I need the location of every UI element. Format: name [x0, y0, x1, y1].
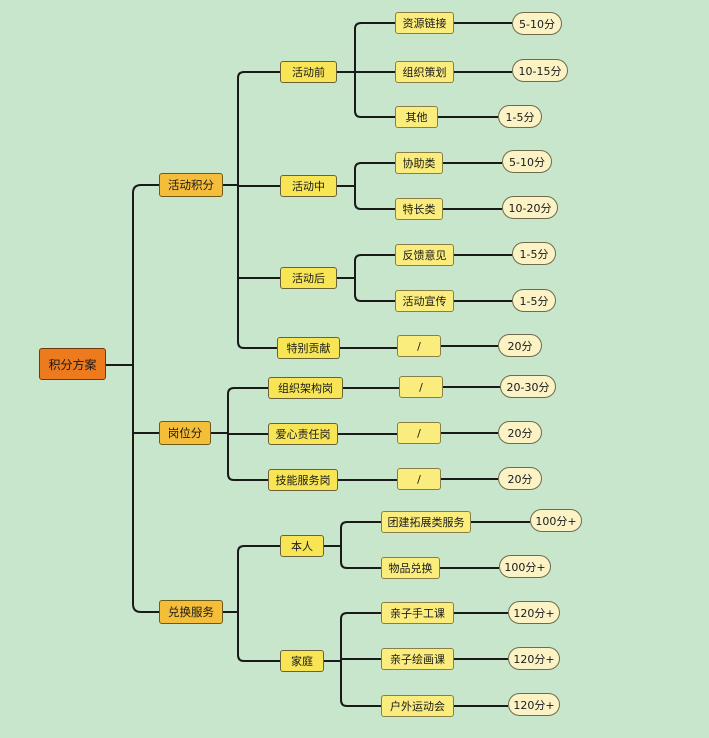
score-resource-linking: 5-10分	[512, 12, 562, 35]
score-specialty-type: 10-20分	[502, 196, 558, 219]
link-self-branch-0	[340, 521, 381, 529]
branch-exchange-service[interactable]: 兑换服务	[159, 600, 223, 624]
score-team-building-service: 100分+	[530, 509, 582, 532]
link-self-branch-1	[340, 561, 381, 569]
score-skill-service: 20分	[498, 467, 542, 490]
link-during-branch-0	[354, 162, 395, 170]
score-special-contribution: 20分	[498, 334, 542, 357]
node-self[interactable]: 本人	[280, 535, 324, 557]
score-feedback: 1-5分	[512, 242, 556, 265]
item-org-structure-slash[interactable]: /	[399, 376, 443, 398]
link-before-branch-2	[354, 110, 395, 118]
item-parent-child-craft[interactable]: 亲子手工课	[381, 602, 454, 624]
item-outdoor-sports[interactable]: 户外运动会	[381, 695, 454, 717]
item-team-building-service[interactable]: 团建拓展类服务	[381, 511, 471, 533]
item-assist-type[interactable]: 协助类	[395, 152, 443, 174]
score-org-structure: 20-30分	[500, 375, 556, 398]
item-resource-linking[interactable]: 资源链接	[395, 12, 454, 34]
link-root-branch-0	[132, 184, 159, 194]
branch-position-points[interactable]: 岗位分	[159, 421, 211, 445]
link-position-branch-2	[227, 473, 268, 481]
item-goods-exchange[interactable]: 物品兑换	[381, 557, 440, 579]
link-activity-branch-0	[237, 71, 280, 79]
link-before-branch-0	[354, 22, 395, 30]
score-assist-type: 5-10分	[502, 150, 552, 173]
item-organize-planning[interactable]: 组织策划	[395, 61, 454, 83]
score-parent-child-craft: 120分+	[508, 601, 560, 624]
score-goods-exchange: 100分+	[499, 555, 551, 578]
root-node[interactable]: 积分方案	[39, 348, 106, 380]
score-activity-promotion: 1-5分	[512, 289, 556, 312]
branch-activity-points[interactable]: 活动积分	[159, 173, 223, 197]
score-organize-planning: 10-15分	[512, 59, 568, 82]
score-other: 1-5分	[498, 105, 542, 128]
link-after-branch-1	[354, 294, 395, 302]
item-activity-promotion[interactable]: 活动宣传	[395, 290, 454, 312]
link-during-branch-1	[354, 202, 395, 210]
link-exchange-branch-0	[237, 545, 280, 553]
node-before-activity[interactable]: 活动前	[280, 61, 337, 83]
item-feedback[interactable]: 反馈意见	[395, 244, 454, 266]
score-care-responsibility: 20分	[498, 421, 542, 444]
node-skill-service-post[interactable]: 技能服务岗	[268, 469, 338, 491]
link-position-branch-0	[227, 387, 268, 395]
link-exchange-branch-1	[237, 654, 280, 662]
item-skill-service-slash[interactable]: /	[397, 468, 441, 490]
node-family[interactable]: 家庭	[280, 650, 324, 672]
link-root-branch-2	[132, 603, 159, 613]
item-other[interactable]: 其他	[395, 106, 438, 128]
node-during-activity[interactable]: 活动中	[280, 175, 337, 197]
node-care-responsibility-post[interactable]: 爱心责任岗	[268, 423, 338, 445]
item-parent-child-painting[interactable]: 亲子绘画课	[381, 648, 454, 670]
link-after-branch-0	[354, 254, 395, 262]
item-care-responsibility-slash[interactable]: /	[397, 422, 441, 444]
link-activity-branch-3	[237, 341, 280, 349]
item-specialty-type[interactable]: 特长类	[395, 198, 443, 220]
link-family-branch-2	[340, 699, 381, 707]
node-special-contribution[interactable]: 特别贡献	[277, 337, 340, 359]
link-family-branch-0	[340, 612, 381, 620]
node-after-activity[interactable]: 活动后	[280, 267, 337, 289]
score-parent-child-painting: 120分+	[508, 647, 560, 670]
item-special-contribution-slash[interactable]: /	[397, 335, 441, 357]
score-outdoor-sports: 120分+	[508, 693, 560, 716]
node-org-structure-post[interactable]: 组织架构岗	[268, 377, 343, 399]
